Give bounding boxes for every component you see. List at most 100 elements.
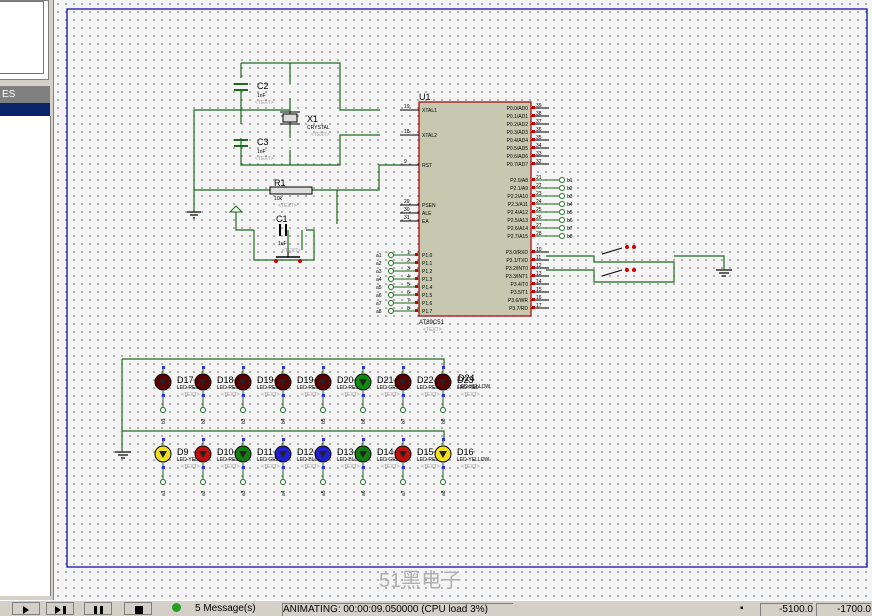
net-terminal — [388, 292, 394, 298]
chip-pin-name: P1.2 — [422, 269, 433, 275]
led-ref: D19 — [297, 375, 314, 385]
net-terminal — [388, 260, 394, 266]
messages-count[interactable]: 5 Message(s) — [195, 603, 256, 614]
led-tag: <TEXT> — [181, 392, 200, 398]
led-ref: D9 — [177, 447, 189, 457]
net-label: b8 — [567, 234, 573, 240]
net-label: b6 — [567, 218, 573, 224]
c1-tag: <TEXT> — [282, 248, 301, 254]
net-label: a8 — [376, 309, 382, 315]
led-model: LED-RED — [217, 457, 239, 463]
c3-tag: <TEXT> — [255, 156, 274, 162]
led-model: LED-RED — [337, 385, 359, 391]
net-terminal — [559, 201, 565, 207]
led-tag: <TEXT> — [301, 392, 320, 398]
led-ref: D14 — [377, 447, 394, 457]
net-label: a2 — [376, 261, 382, 267]
chip-pin-num: 13 — [536, 271, 542, 277]
chip-pin-name: P2.1/A9 — [510, 186, 528, 192]
net-terminal — [559, 233, 565, 239]
chip-pin-name: P0.0/AD0 — [507, 106, 529, 112]
chip-pin-name: P1.3 — [422, 277, 433, 283]
chip-u1-body[interactable] — [418, 101, 532, 317]
object-selector-highlight[interactable] — [0, 103, 50, 116]
pause-button[interactable] — [84, 602, 112, 615]
c3-ref: C3 — [257, 137, 269, 147]
chip-pin-num: 7 — [407, 298, 410, 304]
schematic-canvas[interactable]: C2 1nF <TEXT> C3 1nF <TEXT> X1 CRYSTAL <… — [54, 0, 872, 600]
net-label: a4 — [376, 277, 382, 283]
net-label: a6 — [376, 293, 382, 299]
net-label: a2 — [201, 490, 207, 496]
net-terminal — [440, 407, 446, 413]
net-terminal — [200, 479, 206, 485]
chip-pin-name: P3.4/T0 — [510, 282, 528, 288]
status-bar: 5 Message(s) ANIMATING: 00:00:09.050000 … — [0, 600, 872, 616]
net-terminal — [559, 225, 565, 231]
pin-state — [532, 258, 535, 261]
chip-pin-num: 6 — [407, 290, 410, 296]
pin-state — [242, 366, 245, 369]
r1-value: 10k — [274, 196, 283, 202]
reset-button-symbol[interactable] — [274, 252, 302, 263]
led-diode-glyph — [439, 379, 447, 386]
c2-symbol — [234, 83, 248, 91]
pin-state — [442, 394, 445, 397]
switch-k1[interactable] — [601, 245, 636, 255]
net-label: b5 — [321, 418, 327, 424]
stop-button[interactable] — [124, 602, 152, 615]
overview-window[interactable] — [0, 0, 49, 80]
chip-pin-num: 28 — [536, 231, 542, 237]
pin-state — [162, 394, 165, 397]
led-ref: D16 — [457, 447, 474, 457]
chip-pin-num: 24 — [536, 199, 542, 205]
led-model: LED-GREEN — [377, 457, 407, 463]
pin-state — [532, 290, 535, 293]
led-model: LED-YELLOW — [457, 457, 490, 463]
led-ref: D23 — [457, 375, 474, 385]
animation-status: ANIMATING: 00:00:09.050000 (CPU load 3%) — [282, 603, 513, 616]
play-button[interactable] — [12, 602, 40, 615]
pin-state — [322, 394, 325, 397]
pin-state — [202, 366, 205, 369]
object-selector-list[interactable] — [0, 116, 51, 596]
net-terminal — [160, 479, 166, 485]
chip-pin-num: 11 — [536, 255, 541, 261]
chip-pin-name: P2.5/A13 — [507, 218, 528, 224]
step-button[interactable] — [46, 602, 74, 615]
switch-k2[interactable] — [601, 268, 636, 277]
led-row-bottom: D9LED-YELLOW<TEXT>a1D10LED-RED<TEXT>a2D1… — [154, 438, 490, 496]
c3-value: 1nF — [257, 149, 266, 155]
schematic-svg: C2 1nF <TEXT> C3 1nF <TEXT> X1 CRYSTAL <… — [66, 8, 868, 592]
pin-state — [162, 466, 165, 469]
chip-pin-num: 5 — [407, 282, 410, 288]
chip-pin-name: P2.2/A10 — [507, 194, 528, 200]
led-diode-glyph — [279, 451, 287, 458]
pin-state — [532, 146, 535, 149]
net-label: b3 — [241, 418, 247, 424]
chip-pin-name: P1.7 — [422, 309, 433, 315]
chip-part: AT89C51 — [419, 320, 445, 326]
pin-state — [415, 309, 418, 312]
pin-state — [532, 306, 535, 309]
chip-pin-num: 15 — [536, 287, 542, 293]
net-terminal — [388, 284, 394, 290]
chip-pin-name: P3.7/RD — [509, 306, 528, 312]
led-diode-glyph — [439, 451, 447, 458]
c1-symbol — [279, 224, 287, 236]
led-diode-glyph — [239, 451, 247, 458]
pin-state — [532, 218, 535, 221]
net-terminal — [240, 407, 246, 413]
led-ref: D15 — [417, 447, 434, 457]
pin-state — [532, 138, 535, 141]
led-model: LED-RED — [417, 385, 439, 391]
chip-pin-num: 19 — [404, 104, 410, 110]
pin-state — [282, 366, 285, 369]
led-ref: D11 — [257, 447, 273, 457]
pin-state — [532, 130, 535, 133]
chip-pin-num: 10 — [536, 247, 542, 253]
